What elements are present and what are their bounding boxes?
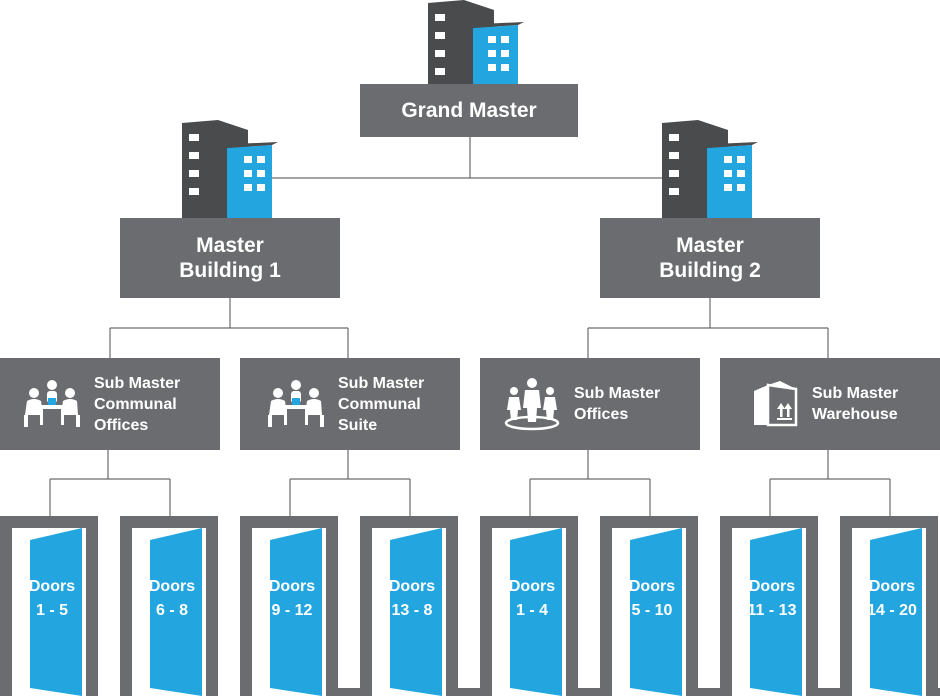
sub-master-offices-box: Sub Master Offices [480,358,700,450]
door-icon [120,516,218,696]
door-icon [840,516,938,696]
door-label-line2: 13 - 8 [391,602,433,619]
building-icon [662,120,758,218]
door-label-line1: Doors [28,578,76,595]
door-label-line1: Doors [748,578,796,595]
sub-master-label-line1: Sub Master [338,374,425,392]
door-label-line1: Doors [508,578,556,595]
door-label-line2: 9 - 12 [271,602,313,619]
grand-master-box: Grand Master [360,84,578,137]
sub-master-label-line2: Warehouse [812,406,898,423]
door-label: Doors 5 - 10 [614,575,690,623]
sub-master-label-line2: Communal [338,395,421,413]
door-icon [240,516,338,696]
master-building-1-box: Master Building 1 [120,218,340,298]
meeting-icon [268,380,324,427]
door-icon [0,516,98,696]
building-icon [182,120,278,218]
sub-master-label-line2: Offices [574,406,629,423]
door-icon [720,516,818,696]
door-icon [600,516,698,696]
master-building-2-box: Master Building 2 [600,218,820,298]
door-label-line2: 11 - 13 [747,602,797,619]
door-label-line2: 6 - 8 [155,602,188,619]
door-icon [480,516,578,696]
grand-master-label: Grand Master [401,98,537,122]
sub-master-label-line3: Offices [94,416,149,434]
door-label-line2: 1 - 4 [515,602,548,619]
master-label-line2: Building 2 [659,259,761,282]
master-label-line1: Master [196,234,264,257]
door-label-line2: 1 - 5 [35,602,68,619]
door-label-line2: 14 - 20 [867,602,917,619]
door-label-line1: Doors [388,578,436,595]
building-icon [428,0,524,87]
sub-master-label-line1: Sub Master [812,385,899,402]
sub-master-warehouse-box: Sub Master Warehouse [720,358,940,450]
door-label: Doors 6 - 8 [134,575,210,623]
door-label: Doors 14 - 20 [854,575,930,623]
door-label-line1: Doors [148,578,196,595]
sub-master-label-line3: Suite [338,416,378,434]
door-icon [360,516,458,696]
sub-master-label-line1: Sub Master [574,385,661,402]
sub-master-label-line2: Communal [94,395,177,413]
master-label-line2: Building 1 [179,259,281,282]
door-label: Doors 1 - 4 [494,575,570,623]
door-label: Doors 1 - 5 [14,575,90,623]
door-label: Doors 11 - 13 [734,575,810,623]
door-label-line1: Doors [628,578,676,595]
sub-master-label-line1: Sub Master [94,374,181,392]
door-label-line1: Doors [268,578,316,595]
sub-master-communal-suite-box: Sub Master Communal Suite [240,358,460,450]
sub-master-communal-offices-box: Sub Master Communal Offices [0,358,220,450]
meeting-icon [24,380,80,427]
door-label: Doors 9 - 12 [254,575,330,623]
door-label-line2: 5 - 10 [631,602,673,619]
warehouse-box-icon [754,381,798,427]
door-label: Doors 13 - 8 [374,575,450,623]
people-icon [504,378,560,431]
door-label-line1: Doors [868,578,916,595]
master-label-line1: Master [676,234,744,257]
